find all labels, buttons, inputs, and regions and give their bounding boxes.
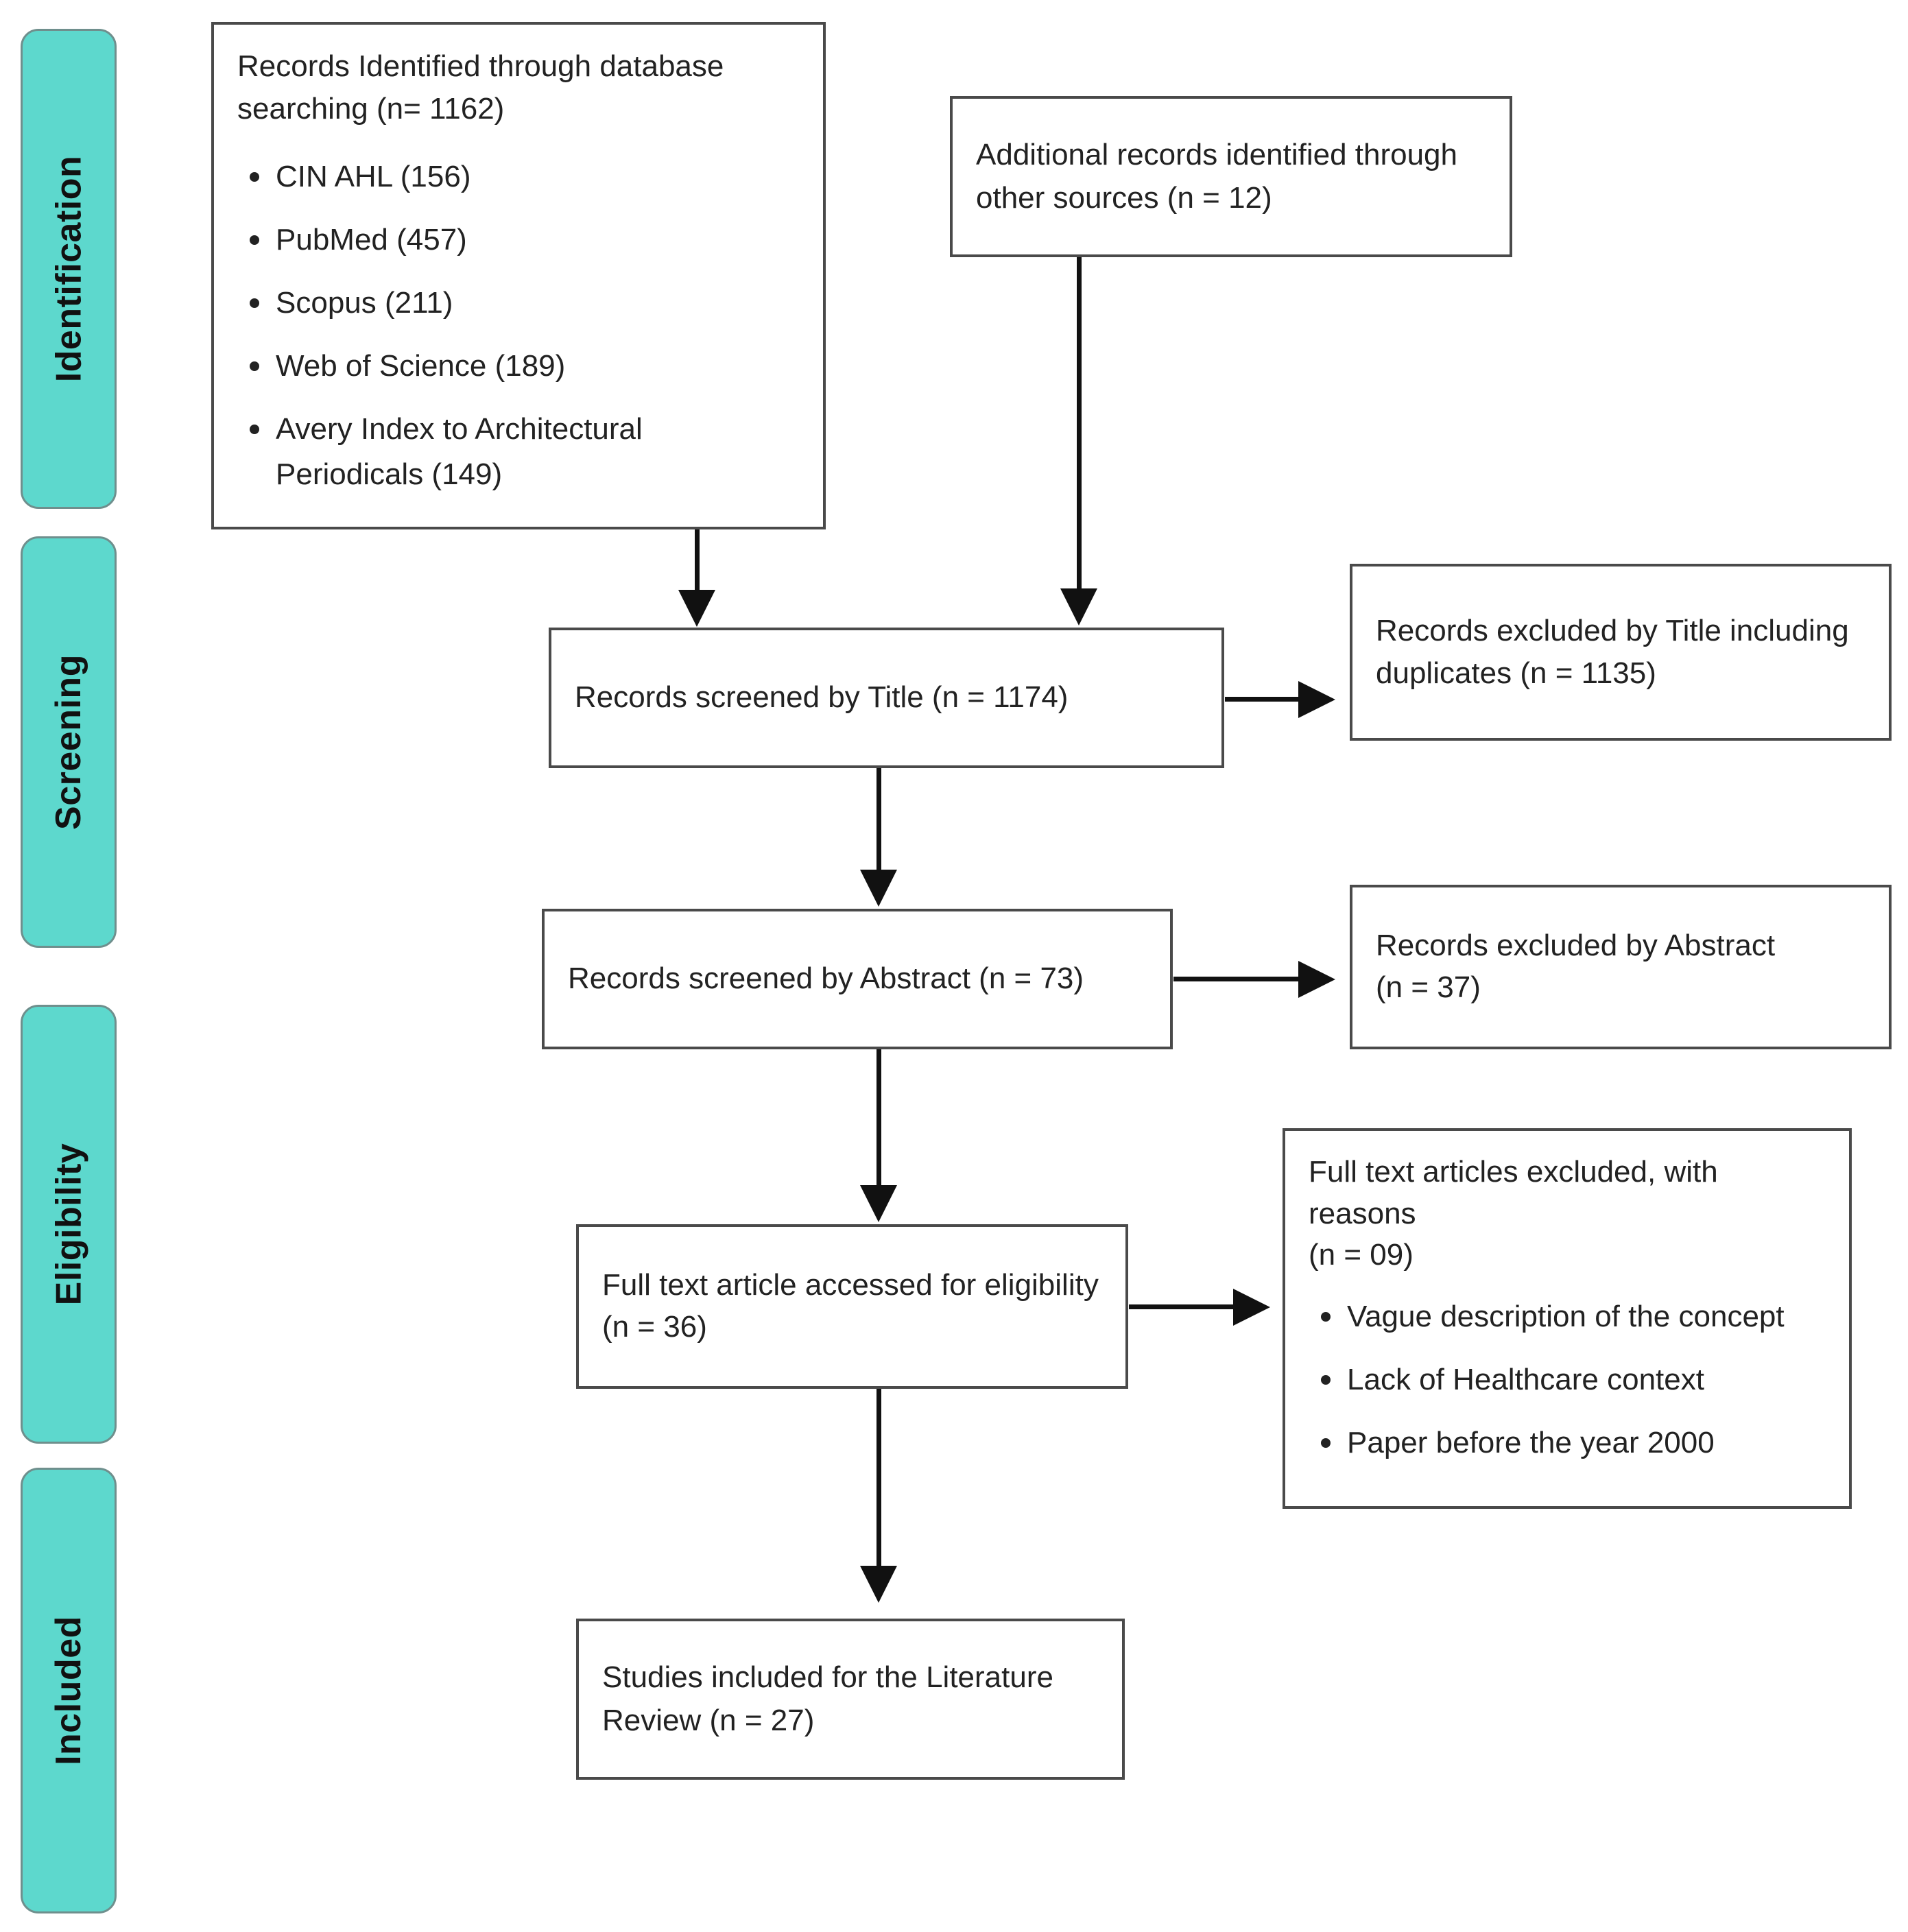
connector-fulltext-to-included xyxy=(877,1389,881,1571)
connector-title-to-abstract xyxy=(877,768,881,874)
box-text-screened-title: Records screened by Title (n = 1174) xyxy=(575,680,1069,715)
box-text-screened-abstract: Records screened by Abstract (n = 73) xyxy=(568,962,1084,996)
connector-abstract-to-excluded xyxy=(1173,977,1300,981)
stage-bar-identification: Identification xyxy=(21,29,117,509)
exclusion-reason-list: Vague description of the concept Lack of… xyxy=(1309,1294,1826,1466)
box-records-screened-title: Records screened by Title (n = 1174) xyxy=(549,628,1224,768)
stage-label-included: Included xyxy=(49,1616,89,1765)
list-item: Web of Science (189) xyxy=(250,344,800,389)
box-text-fulltext-eligibility: Full text article accessed for eligibili… xyxy=(602,1268,1099,1344)
connector-title-to-excluded xyxy=(1225,697,1300,702)
box-text-included-studies: Studies included for the Literature Revi… xyxy=(602,1660,1053,1737)
list-item: Paper before the year 2000 xyxy=(1321,1420,1826,1466)
box-additional-records-other-sources: Additional records identified through ot… xyxy=(950,96,1512,257)
arrowhead-abstract-to-fulltext xyxy=(860,1185,897,1222)
connector-abstract-to-fulltext xyxy=(877,1049,881,1190)
box-text-excluded-title: Records excluded by Title including dupl… xyxy=(1376,613,1849,690)
connector-fulltext-to-excluded xyxy=(1129,1304,1235,1309)
box-records-excluded-title: Records excluded by Title including dupl… xyxy=(1350,564,1892,741)
stage-bar-eligibility: Eligibility xyxy=(21,1005,117,1444)
stage-label-identification: Identification xyxy=(49,155,88,383)
stage-label-screening: Screening xyxy=(49,654,89,830)
box-text-other-sources: Additional records identified through ot… xyxy=(976,138,1458,215)
list-item: Scopus (211) xyxy=(250,281,800,326)
arrowhead-fulltext-to-included xyxy=(860,1566,897,1603)
box-heading-database-search: Records Identified through database sear… xyxy=(237,49,724,126)
box-text-excluded-abstract: Records excluded by Abstract (n = 37) xyxy=(1376,929,1776,1004)
box-records-screened-abstract: Records screened by Abstract (n = 73) xyxy=(542,909,1173,1049)
list-item: CIN AHL (156) xyxy=(250,154,800,200)
connector-database-to-title xyxy=(695,529,700,595)
arrowhead-other-sources-to-title xyxy=(1060,588,1097,625)
connector-other-sources-to-title xyxy=(1077,257,1082,593)
arrowhead-title-to-abstract xyxy=(860,870,897,907)
arrowhead-fulltext-to-excluded xyxy=(1233,1289,1270,1326)
box-records-identified-database: Records Identified through database sear… xyxy=(211,22,826,529)
box-records-excluded-abstract: Records excluded by Abstract (n = 37) xyxy=(1350,885,1892,1049)
database-source-list: CIN AHL (156) PubMed (457) Scopus (211) … xyxy=(237,154,800,497)
stage-label-eligibility: Eligibility xyxy=(49,1143,89,1306)
arrowhead-title-to-excluded xyxy=(1298,681,1335,718)
stage-bar-screening: Screening xyxy=(21,536,117,948)
arrowhead-database-to-title xyxy=(678,590,715,627)
arrowhead-abstract-to-excluded xyxy=(1298,961,1335,998)
box-fulltext-accessed-eligibility: Full text article accessed for eligibili… xyxy=(576,1224,1128,1389)
box-studies-included: Studies included for the Literature Revi… xyxy=(576,1619,1125,1780)
list-item: Avery Index to Architectural Periodicals… xyxy=(250,407,800,497)
list-item: Lack of Healthcare context xyxy=(1321,1357,1826,1403)
box-fulltext-excluded-reasons: Full text articles excluded, with reason… xyxy=(1283,1128,1852,1509)
list-item: PubMed (457) xyxy=(250,217,800,263)
list-item: Vague description of the concept xyxy=(1321,1294,1826,1339)
box-heading-fulltext-excluded: Full text articles excluded, with reason… xyxy=(1309,1155,1718,1272)
stage-bar-included: Included xyxy=(21,1468,117,1913)
